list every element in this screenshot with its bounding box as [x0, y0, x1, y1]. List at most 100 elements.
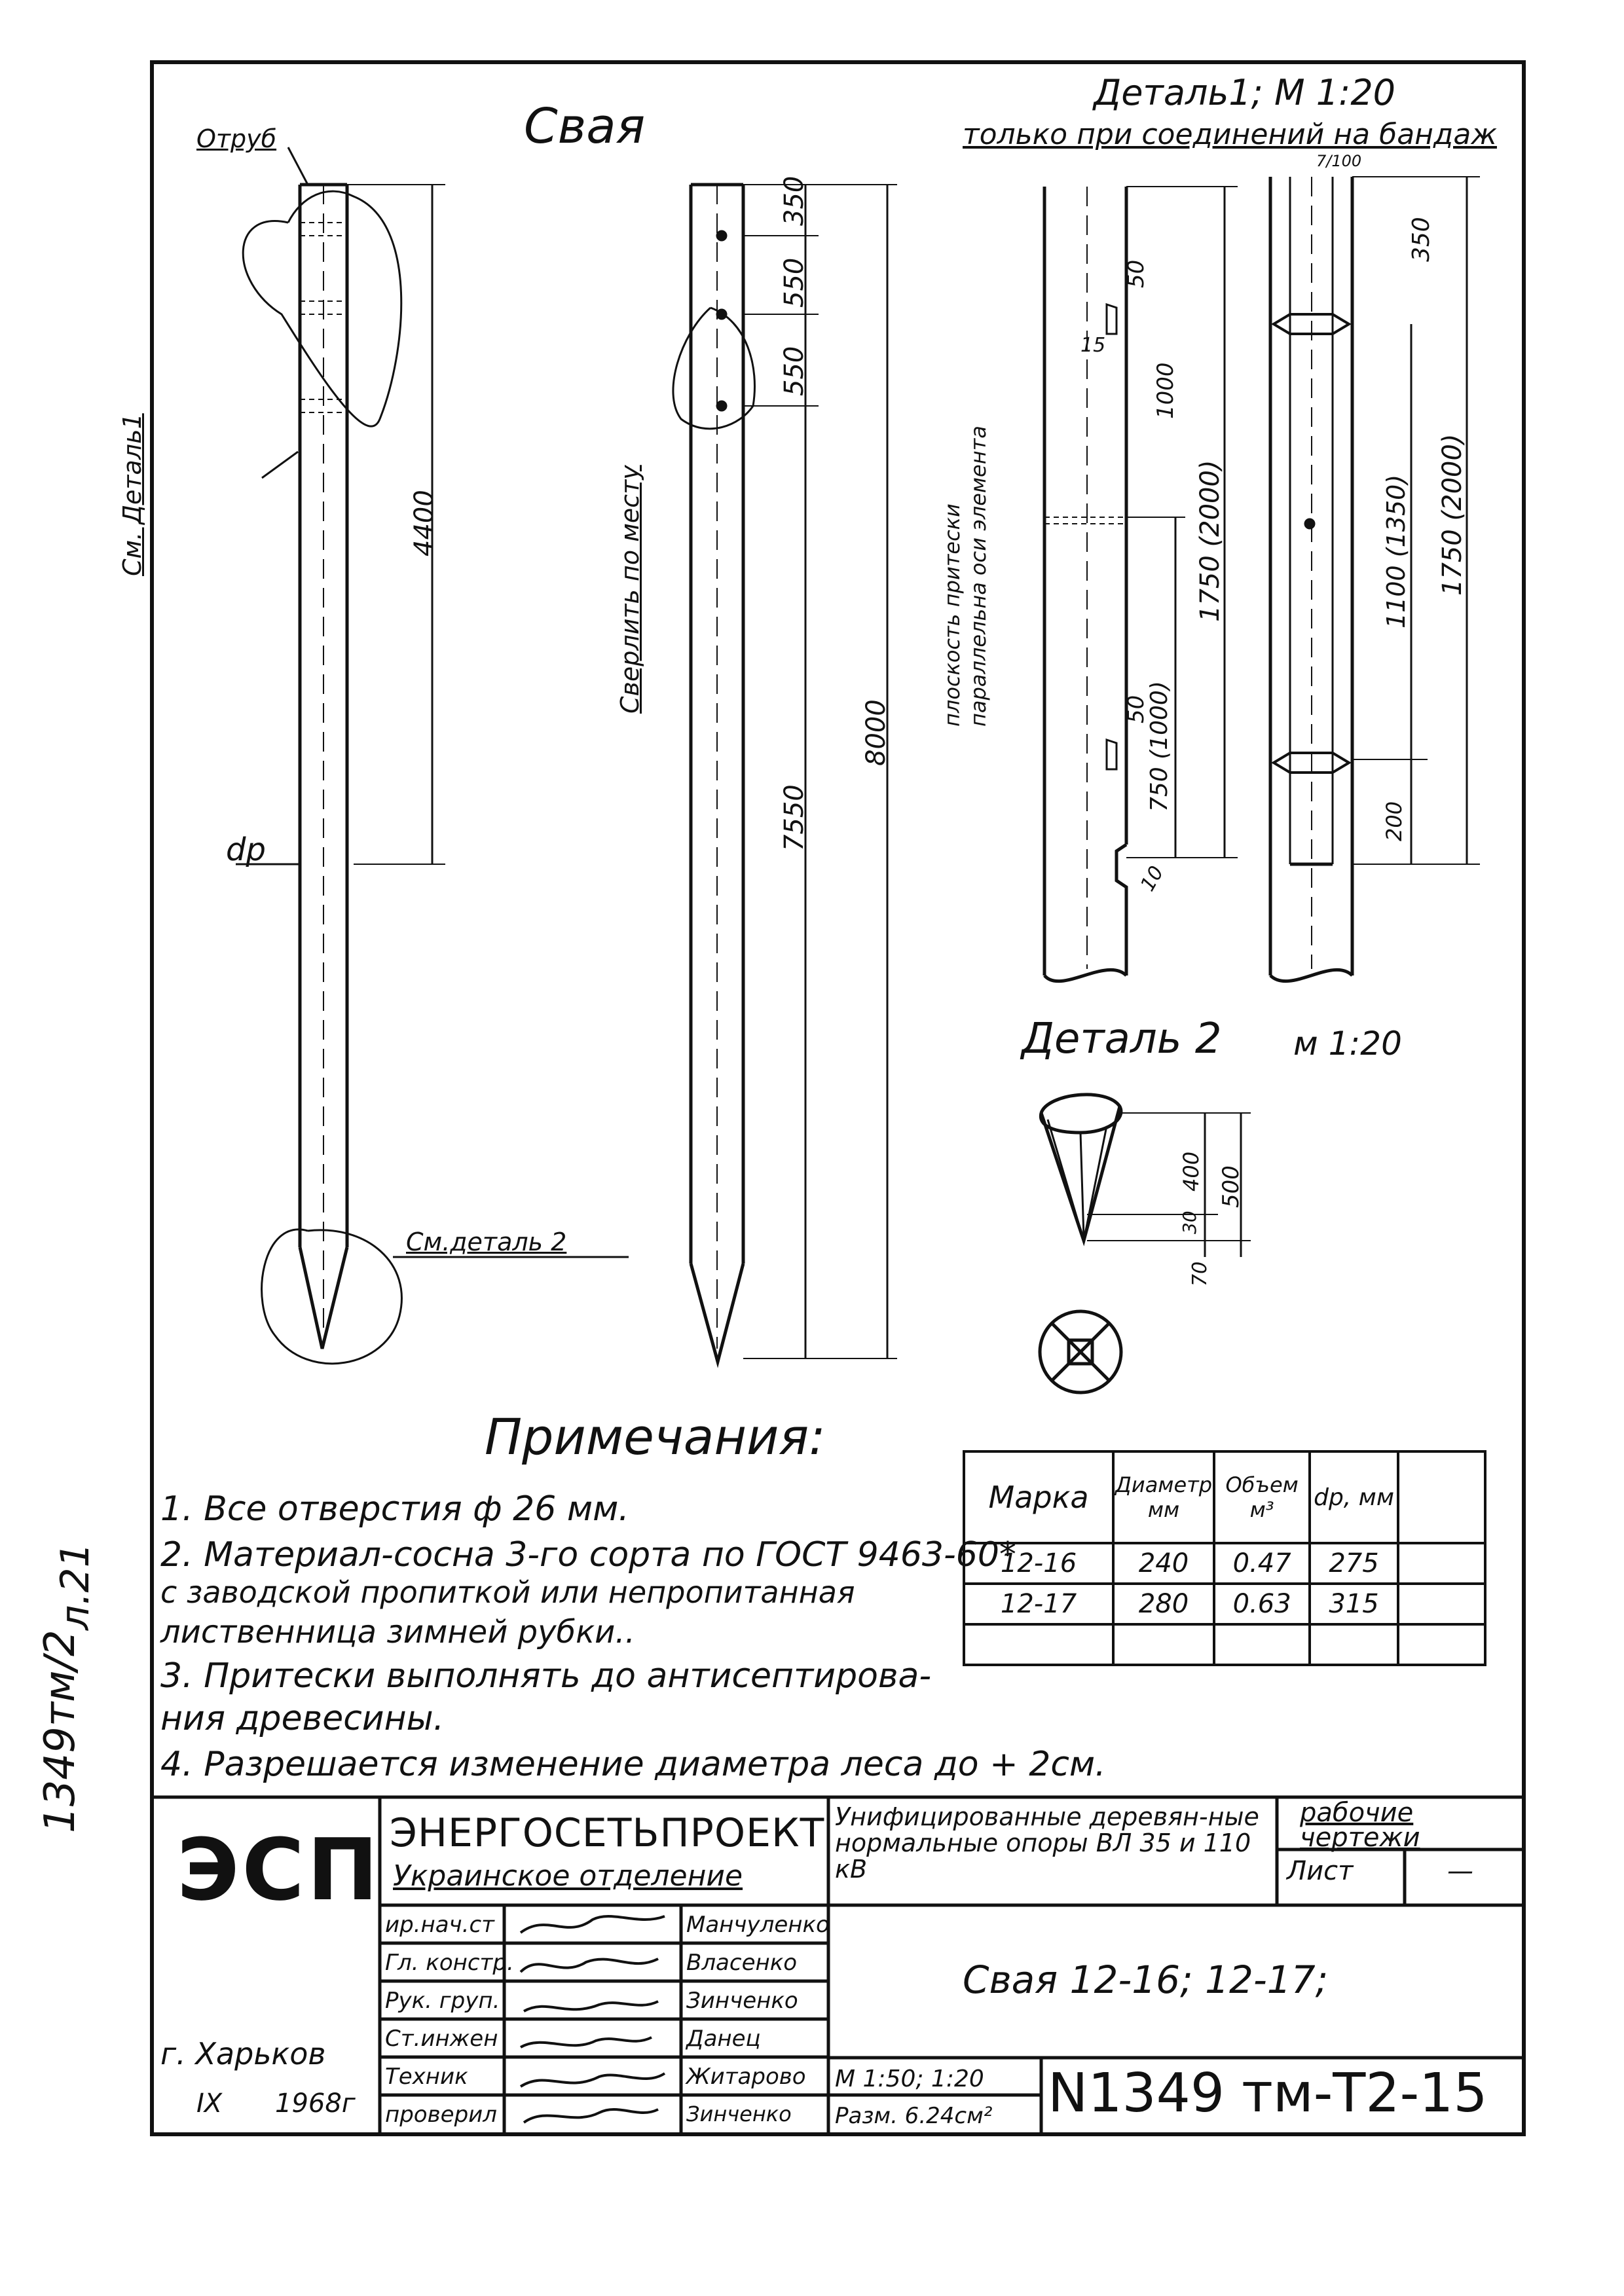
dim-d1l-1000: 1000: [1153, 362, 1179, 419]
role-3: Рук. груп.: [385, 1988, 500, 2014]
dim-pile2-550a: 550: [779, 257, 809, 308]
name-6: Зинченко: [686, 2102, 792, 2126]
dim-d1l-1750: 1750 (2000): [1195, 460, 1225, 622]
note-line-5: 3. Притески выполнять до антисептирова-: [160, 1656, 932, 1696]
dim-pile2-550b: 550: [779, 346, 809, 396]
year-prefix: IX: [196, 2088, 223, 2119]
table-cell: [1112, 1623, 1215, 1666]
dim-pile1-4400: 4400: [409, 490, 439, 556]
drawing-name: Свая 12-16; 12-17;: [963, 1958, 1329, 2002]
dim-d1r-200: 200: [1382, 801, 1407, 841]
detail1-right: [1268, 176, 1480, 983]
table-header: dр, мм: [1308, 1450, 1399, 1544]
dim-pile2-8000: 8000: [861, 699, 891, 766]
name-3: Зинченко: [686, 1988, 798, 2014]
table-cell: [962, 1623, 1115, 1666]
table-cell: 0.47: [1212, 1542, 1312, 1585]
note-line-2: 2. Материал-сосна 3-го сорта по ГОСТ 946…: [160, 1535, 1016, 1575]
role-4: Ст.инжен: [385, 2026, 498, 2052]
label-plane-2: параллельна оси элемента: [966, 426, 991, 727]
notes-heading: Примечания:: [485, 1408, 826, 1466]
dim-d1r-7100: 7/100: [1316, 152, 1362, 170]
dim-d1l-50b: 50: [1123, 695, 1149, 723]
size-value: Разм. 6.24см²: [835, 2103, 993, 2129]
sheet-frame: [150, 60, 1526, 2136]
dim-pile2-7550: 7550: [779, 784, 809, 851]
dim-d2-30: 30: [1179, 1211, 1200, 1234]
dim-d1r-1750: 1750 (2000): [1437, 433, 1467, 596]
table-header-row: Марка Диаметр мм Объем м³ dр, мм: [962, 1450, 1487, 1544]
signatures: [519, 1915, 666, 2124]
scale-value: М 1:50; 1:20: [835, 2066, 984, 2092]
label-plane: плоскость притески: [940, 503, 965, 727]
dim-d2-500: 500: [1218, 1165, 1244, 1208]
role-1: ир.нач.ст: [385, 1912, 494, 1938]
table-cell: [1308, 1623, 1399, 1666]
sheet-value: —: [1447, 1856, 1473, 1886]
note-line-1: 1. Все отверстия ф 26 мм.: [160, 1489, 629, 1529]
label-otrub: Отруб: [196, 124, 277, 153]
pile-middle: [672, 183, 897, 1368]
project-title: Унифицированные деревян-ные нормальные о…: [835, 1802, 1259, 1884]
table-cell: 240: [1112, 1542, 1215, 1585]
detail2-scale: м 1:20: [1293, 1025, 1402, 1063]
note-line-3: с заводской пропиткой или непропитанная: [160, 1575, 855, 1610]
table-header: Объем м³: [1212, 1450, 1312, 1544]
table-cell: 275: [1308, 1542, 1399, 1585]
detail1-left: [1043, 186, 1238, 983]
margin-code: 1349тм/2: [36, 1630, 84, 1833]
name-1: Манчуленко: [686, 1912, 830, 1938]
dim-d1r-1100: 1100 (1350): [1382, 474, 1411, 629]
sheet-label: Лист: [1287, 1856, 1354, 1886]
year: 1968г: [275, 2088, 356, 2119]
name-5: Житарово: [686, 2064, 806, 2090]
label-dp: dр: [226, 831, 266, 868]
stage-label: рабочие чертежи: [1300, 1798, 1420, 1853]
org-name: ЭНЕРГОСЕТЬПРОЕКТ: [390, 1810, 825, 1856]
table-header: Марка: [962, 1450, 1115, 1544]
note-line-7: 4. Разрешается изменение диаметра леса д…: [160, 1745, 1106, 1784]
dim-d1l-750: 750 (1000): [1146, 681, 1173, 812]
detail2-title: Деталь 2: [1022, 1015, 1222, 1063]
role-6: проверил: [385, 2102, 497, 2128]
logo-esp: ЭСП: [177, 1820, 381, 1920]
title-block-lines: [152, 1795, 1524, 2134]
table-row: 12-16 240 0.47 275: [962, 1542, 1487, 1585]
table-cell: 12-17: [962, 1582, 1115, 1626]
role-2: Гл. констр.: [385, 1950, 514, 1976]
table-header: [1396, 1450, 1487, 1544]
role-5: Техник: [385, 2064, 468, 2090]
table-row: [962, 1623, 1487, 1666]
dim-d2-400: 400: [1179, 1151, 1204, 1192]
dim-d1r-350: 350: [1408, 217, 1435, 262]
dim-d2-70: 70: [1189, 1261, 1211, 1286]
dim-pile2-350: 350: [779, 175, 809, 226]
dim-d1l-15: 15: [1080, 334, 1106, 357]
table-cell: 12-16: [962, 1542, 1115, 1585]
table-cell: [1396, 1623, 1487, 1666]
table-header: Диаметр мм: [1112, 1450, 1215, 1544]
detail2-drawing: [1038, 1093, 1251, 1394]
city: г. Харьков: [160, 2036, 326, 2071]
note-line-6: ния древесины.: [160, 1699, 445, 1738]
org-subname: Украинское отделение: [393, 1859, 743, 1893]
table-cell: [1396, 1582, 1487, 1626]
table-cell: 0.63: [1212, 1582, 1312, 1626]
dim-d1l-50a: 50: [1123, 259, 1149, 288]
note-line-4: лиственница зимней рубки..: [160, 1614, 635, 1650]
table-cell: [1396, 1542, 1487, 1585]
mark-table: Марка Диаметр мм Объем м³ dр, мм 12-16 2…: [962, 1450, 1487, 1666]
margin-page: л.21: [52, 1542, 98, 1630]
drawing-title: Свая: [524, 98, 646, 155]
label-see-detail1: См. Деталь1: [118, 413, 147, 576]
pile-left: [236, 147, 629, 1365]
label-drill-in-place: Сверлить по месту: [616, 465, 644, 714]
name-4: Данец: [686, 2026, 761, 2052]
table-cell: 280: [1112, 1582, 1215, 1626]
table-cell: [1212, 1623, 1312, 1666]
drawing-number: N1349 тм-Т2-15: [1048, 2062, 1488, 2124]
detail1-subtitle: только при соединений на бандаж: [963, 118, 1497, 151]
table-cell: 315: [1308, 1582, 1399, 1626]
table-row: 12-17 280 0.63 315: [962, 1582, 1487, 1626]
